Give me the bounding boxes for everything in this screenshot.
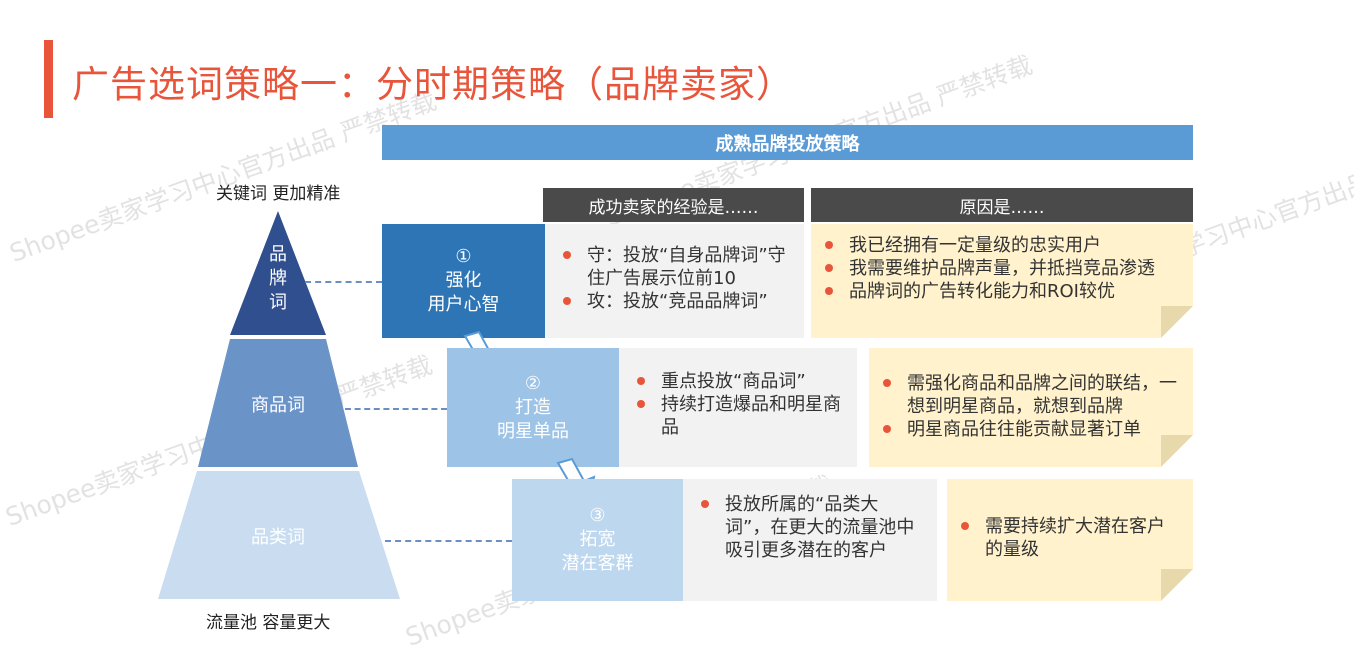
experience-item: 投放所属的“品类大词”，在更大的流量池中吸引更多潜在的客户 xyxy=(695,493,915,562)
experience-box-2: 重点投放“商品词” 持续打造爆品和明星商品 xyxy=(619,348,857,467)
pyramid-label-product: 商品词 xyxy=(251,395,305,416)
connector-line xyxy=(385,540,512,542)
strategy-line: 潜在客群 xyxy=(561,553,634,574)
experience-item: 重点投放“商品词” xyxy=(631,370,851,393)
reason-item: 明星商品往往能贡献显著订单 xyxy=(877,418,1177,441)
pyramid-level-brand xyxy=(230,211,326,335)
pyramid-level-product xyxy=(198,339,358,467)
experience-item: 持续打造爆品和明星商品 xyxy=(631,393,851,439)
strategy-band: 成熟品牌投放策略 xyxy=(382,125,1193,160)
strategy-number: ① xyxy=(455,246,472,267)
pyramid-bottom-label: 流量池 容量更大 xyxy=(206,613,331,633)
experience-item: 攻：投放“竞品品牌词” xyxy=(557,290,797,313)
strategy-block-3: ③ 拓宽 潜在客群 xyxy=(512,479,683,601)
strategy-line: 拓宽 xyxy=(579,529,616,550)
page-title: 广告选词策略一：分时期策略（品牌卖家） xyxy=(72,63,794,106)
reason-note-2: 需强化商品和品牌之间的联结，一想到明星商品，就想到品牌 明星商品往往能贡献显著订… xyxy=(869,348,1193,467)
strategy-line: 明星单品 xyxy=(497,420,569,442)
band-title: 成熟品牌投放策略 xyxy=(715,133,860,155)
reason-item: 品牌词的广告转化能力和ROI较优 xyxy=(819,280,1169,303)
strategy-number: ② xyxy=(524,372,542,394)
strategy-line: 强化 xyxy=(445,270,482,291)
reason-item: 我已经拥有一定量级的忠实用户 xyxy=(819,234,1169,257)
experience-box-1: 守：投放“自身品牌词”守住广告展示位前10 攻：投放“竞品品牌词” xyxy=(545,224,804,338)
experience-item: 守：投放“自身品牌词”守住广告展示位前10 xyxy=(557,244,797,290)
strategy-number: ③ xyxy=(589,505,606,526)
experience-header: 成功卖家的经验是…… xyxy=(543,188,804,222)
strategy-block-1: ① 强化 用户心智 xyxy=(382,224,545,338)
experience-box-3: 投放所属的“品类大词”，在更大的流量池中吸引更多潜在的客户 xyxy=(683,479,937,601)
connector-line xyxy=(345,408,447,410)
pyramid-label-category: 品类词 xyxy=(251,527,305,548)
reason-note-1: 我已经拥有一定量级的忠实用户 我需要维护品牌声量，并抵挡竞品渗透 品牌词的广告转… xyxy=(811,224,1193,338)
strategy-line: 打造 xyxy=(515,396,551,418)
pyramid-label-brand: 品 牌 词 xyxy=(269,244,287,313)
pyramid-level-category xyxy=(158,471,400,599)
reason-item: 需要持续扩大潜在客户的量级 xyxy=(955,515,1175,561)
reason-item: 我需要维护品牌声量，并抵挡竞品渗透 xyxy=(819,257,1169,280)
reason-header: 原因是…… xyxy=(811,188,1193,222)
experience-header-text: 成功卖家的经验是…… xyxy=(588,197,759,218)
title-accent-bar xyxy=(44,40,53,118)
strategy-line: 用户心智 xyxy=(427,294,500,315)
reason-note-3: 需要持续扩大潜在客户的量级 xyxy=(947,479,1193,601)
pyramid xyxy=(158,211,400,599)
reason-item: 需强化商品和品牌之间的联结，一想到明星商品，就想到品牌 xyxy=(877,372,1177,418)
pyramid-top-label: 关键词 更加精准 xyxy=(216,184,341,204)
strategy-block-2: ② 打造 明星单品 xyxy=(447,348,619,467)
connector-line xyxy=(305,281,382,283)
reason-header-text: 原因是…… xyxy=(959,197,1045,218)
